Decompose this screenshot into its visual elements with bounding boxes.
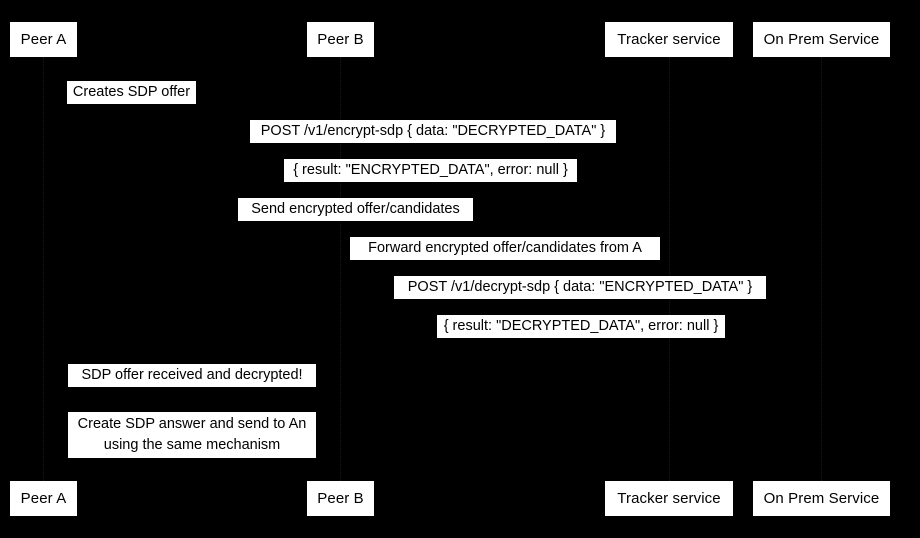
lifeline-peer-a [43, 57, 44, 481]
message-label-creates-sdp-offer: Creates SDP offer [67, 81, 196, 104]
message-label-post-decrypt-sdp: POST /v1/decrypt-sdp { data: "ENCRYPTED_… [394, 276, 766, 299]
message-label-result-encrypted-data: { result: "ENCRYPTED_DATA", error: null … [284, 159, 577, 182]
participant-footer-tracker-service[interactable]: Tracker service [605, 481, 733, 516]
lifeline-tracker-service [669, 57, 670, 481]
participant-header-on-prem-service[interactable]: On Prem Service [753, 22, 890, 57]
note-line-1: Create SDP answer and send to An [77, 416, 307, 432]
note-line-2: using the same mechanism [103, 437, 281, 453]
note-create-sdp-answer: Create SDP answer and send to An using t… [68, 412, 316, 458]
participant-footer-peer-a[interactable]: Peer A [10, 481, 77, 516]
participant-header-peer-b[interactable]: Peer B [307, 22, 374, 57]
message-label-forward-encrypted-offer: Forward encrypted offer/candidates from … [350, 237, 660, 260]
participant-header-tracker-service[interactable]: Tracker service [605, 22, 733, 57]
message-label-result-decrypted-data: { result: "DECRYPTED_DATA", error: null … [437, 315, 725, 338]
message-label-post-encrypt-sdp: POST /v1/encrypt-sdp { data: "DECRYPTED_… [250, 120, 616, 143]
lifeline-peer-b [340, 57, 341, 481]
message-label-sdp-offer-received: SDP offer received and decrypted! [68, 364, 316, 387]
lifeline-on-prem-service [821, 57, 822, 481]
participant-footer-peer-b[interactable]: Peer B [307, 481, 374, 516]
participant-header-peer-a[interactable]: Peer A [10, 22, 77, 57]
message-label-send-encrypted-offer: Send encrypted offer/candidates [238, 198, 473, 221]
participant-footer-on-prem-service[interactable]: On Prem Service [753, 481, 890, 516]
